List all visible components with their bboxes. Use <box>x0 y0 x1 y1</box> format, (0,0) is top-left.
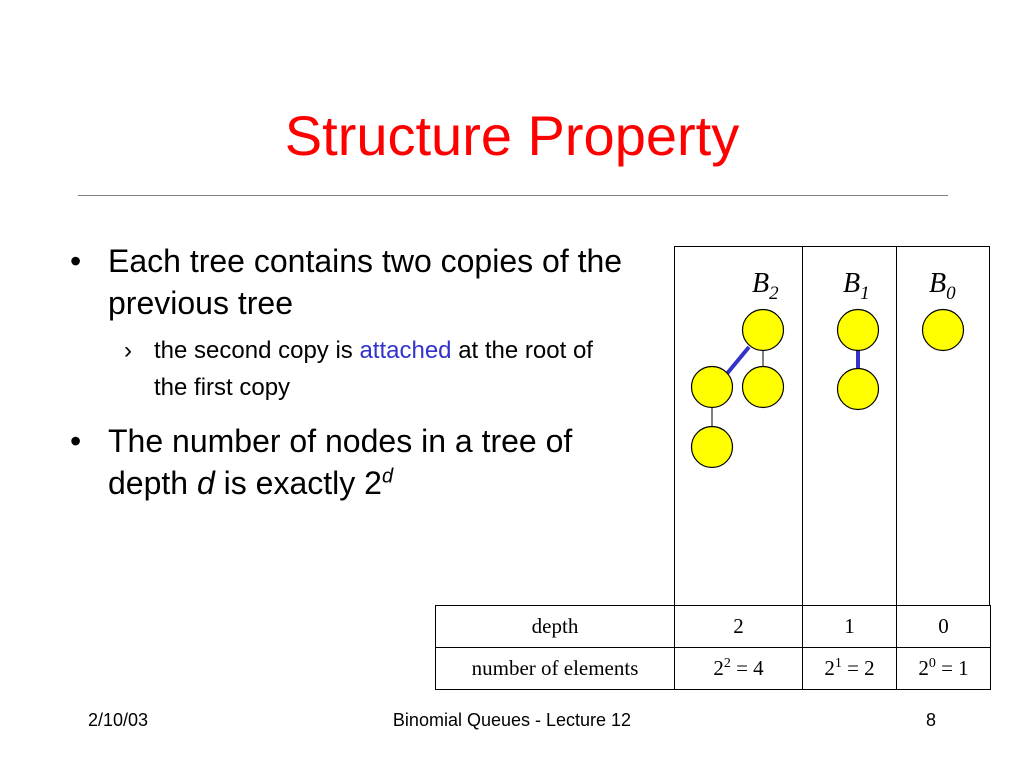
bullet-exponent: d <box>381 465 394 488</box>
tree-node <box>836 308 880 352</box>
bullet-icon: • <box>70 423 82 459</box>
table-cell: 21 = 2 <box>802 647 897 690</box>
tree-node <box>690 425 734 469</box>
row-header: number of elements <box>435 647 675 690</box>
depth-elements-table: depth 2 1 0 number of elements 22 = 4 21… <box>435 605 991 690</box>
tree-node <box>741 365 785 409</box>
table-cell: 20 = 1 <box>896 647 991 690</box>
table-cell: 22 = 4 <box>674 647 803 690</box>
row-header: depth <box>435 605 675 648</box>
footer-date: 2/10/03 <box>88 710 149 730</box>
binomial-trees-panel: B2 B1 B0 <box>674 246 990 606</box>
title-divider <box>78 195 948 196</box>
tree-label-b2: B2 <box>752 268 779 304</box>
table-cell: 2 <box>674 605 803 648</box>
sub-bullet-text-before: the second copy is <box>154 337 360 364</box>
bullet-item: • The number of nodes in a tree of depth… <box>70 420 630 504</box>
bullet-text: Each tree contains two copies of the pre… <box>108 243 623 321</box>
table-cell: 1 <box>802 605 897 648</box>
slide-title: Structure Property <box>284 104 740 167</box>
bullet-text-after: is exactly 2 <box>214 465 382 501</box>
sub-bullet-text-after: at the root of the first copy <box>154 337 593 401</box>
tree-node <box>921 308 965 352</box>
table-cell: 0 <box>896 605 991 648</box>
bullet-variable: d <box>196 465 215 501</box>
tree-node <box>690 365 734 409</box>
table-row: number of elements 22 = 4 21 = 2 20 = 1 <box>435 647 991 690</box>
bullet-item: • Each tree contains two copies of the p… <box>70 240 630 324</box>
sub-bullet-icon: › <box>124 337 132 364</box>
tree-edge-highlighted <box>723 345 751 378</box>
tree-node <box>741 308 785 352</box>
tree-node <box>836 367 880 411</box>
tree-label-b0: B0 <box>929 268 956 304</box>
bullet-text-before: The number of nodes in a tree of depth <box>108 423 573 501</box>
footer-title: Binomial Queues - Lecture 12 <box>392 710 632 730</box>
bullet-list: • Each tree contains two copies of the p… <box>70 240 630 512</box>
footer-page-number: 8 <box>926 710 937 730</box>
bullet-icon: • <box>70 243 82 279</box>
tree-label-b1: B1 <box>843 268 870 304</box>
table-row: depth 2 1 0 <box>435 605 991 648</box>
binomial-trees-diagram: B2 B1 B0 <box>674 246 990 606</box>
sub-bullet-item: › the second copy is attached at the roo… <box>70 332 630 406</box>
sub-bullet-highlight: attached <box>359 337 452 364</box>
